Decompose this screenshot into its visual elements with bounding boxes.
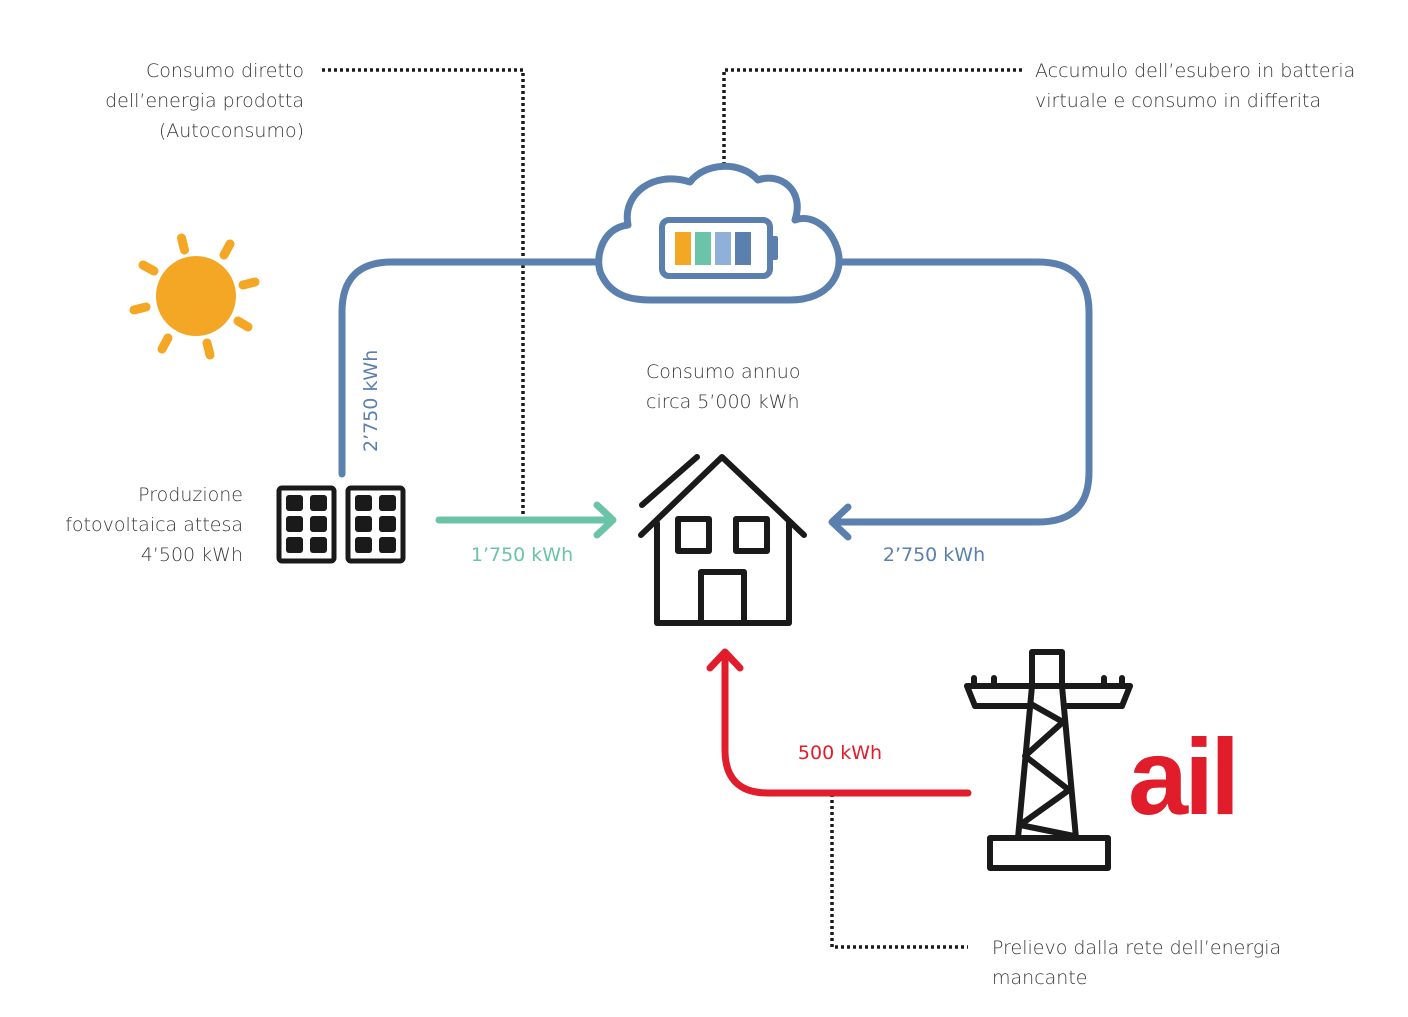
arrowhead-from-cloud — [828, 503, 852, 541]
flow-value-direct: 1’750 kWh — [471, 544, 573, 566]
label-accumulo: Accumulo dell’esubero in batteria virtua… — [1035, 60, 1355, 112]
label-consumo-annuo-line-2: circa 5’000 kWh — [646, 391, 800, 413]
label-produzione: Produzione fotovoltaica attesa 4’500 kWh — [65, 484, 243, 566]
label-accumulo-line-2: virtuale e consumo in differita — [1035, 90, 1321, 112]
sun-rays — [129, 233, 260, 360]
label-produzione-line-3: 4’500 kWh — [141, 544, 243, 566]
pylon-leg-left — [1015, 683, 1035, 841]
house-roof-trim — [639, 454, 700, 508]
leader-accumulo — [722, 68, 1022, 186]
label-accumulo-line-1: Accumulo dell’esubero in batteria — [1035, 60, 1355, 82]
flow-line-from-grid — [721, 650, 972, 797]
leader-lines — [322, 68, 1022, 949]
cloud-flow — [338, 258, 1093, 541]
house-window-right — [733, 516, 770, 554]
label-autoconsumo: Consumo diretto dell’energia prodotta (A… — [105, 60, 304, 142]
solar-panel-icon — [276, 485, 406, 564]
pylon-leg-right — [1059, 683, 1079, 841]
grid-flow — [706, 648, 972, 797]
flow-line-from-cloud — [830, 258, 1093, 526]
house-icon — [638, 454, 807, 626]
label-prelievo: Prelievo dalla rete dell’energia mancant… — [992, 937, 1281, 989]
battery-cell-3 — [715, 232, 731, 265]
battery-cell-1 — [675, 232, 691, 265]
ail-logo: ail — [1128, 716, 1236, 837]
flow-line-to-cloud — [338, 258, 604, 478]
sun-disc — [156, 256, 236, 336]
house-window-left — [675, 516, 712, 554]
label-prelievo-line-1: Prelievo dalla rete dell’energia — [992, 937, 1281, 959]
flow-value-to-cloud: 2’750 kWh — [360, 350, 382, 452]
cloud-battery-icon — [595, 162, 843, 304]
label-produzione-line-1: Produzione — [138, 484, 243, 506]
power-pylon-icon — [964, 649, 1133, 871]
house-roof — [638, 454, 807, 538]
label-prelievo-line-2: mancante — [992, 967, 1087, 989]
label-produzione-line-2: fotovoltaica attesa — [65, 514, 243, 536]
label-consumo-annuo: Consumo annuo circa 5’000 kWh — [646, 361, 800, 413]
pylon-top — [1029, 649, 1065, 689]
flow-value-from-grid: 500 kWh — [798, 742, 882, 764]
house-door — [698, 569, 747, 626]
label-consumo-annuo-line-1: Consumo annuo — [646, 361, 800, 383]
flow-value-from-cloud: 2’750 kWh — [883, 544, 985, 566]
house-walls — [654, 520, 792, 626]
label-autoconsumo-line-2: dell’energia prodotta — [105, 90, 304, 112]
label-autoconsumo-line-1: Consumo diretto — [146, 60, 304, 82]
direct-flow — [435, 501, 617, 539]
leader-prelievo — [830, 794, 968, 949]
label-autoconsumo-line-3: (Autoconsumo) — [159, 120, 304, 142]
arrowhead-from-grid — [706, 648, 744, 672]
sun-icon — [129, 233, 260, 360]
battery-cell-2 — [695, 232, 711, 265]
pylon-bracing — [1017, 701, 1077, 839]
pylon-base — [987, 835, 1111, 871]
battery-terminal — [770, 236, 778, 260]
battery-cell-4 — [735, 232, 751, 265]
leader-autoconsumo — [322, 68, 525, 518]
arrowhead-direct — [593, 501, 617, 539]
